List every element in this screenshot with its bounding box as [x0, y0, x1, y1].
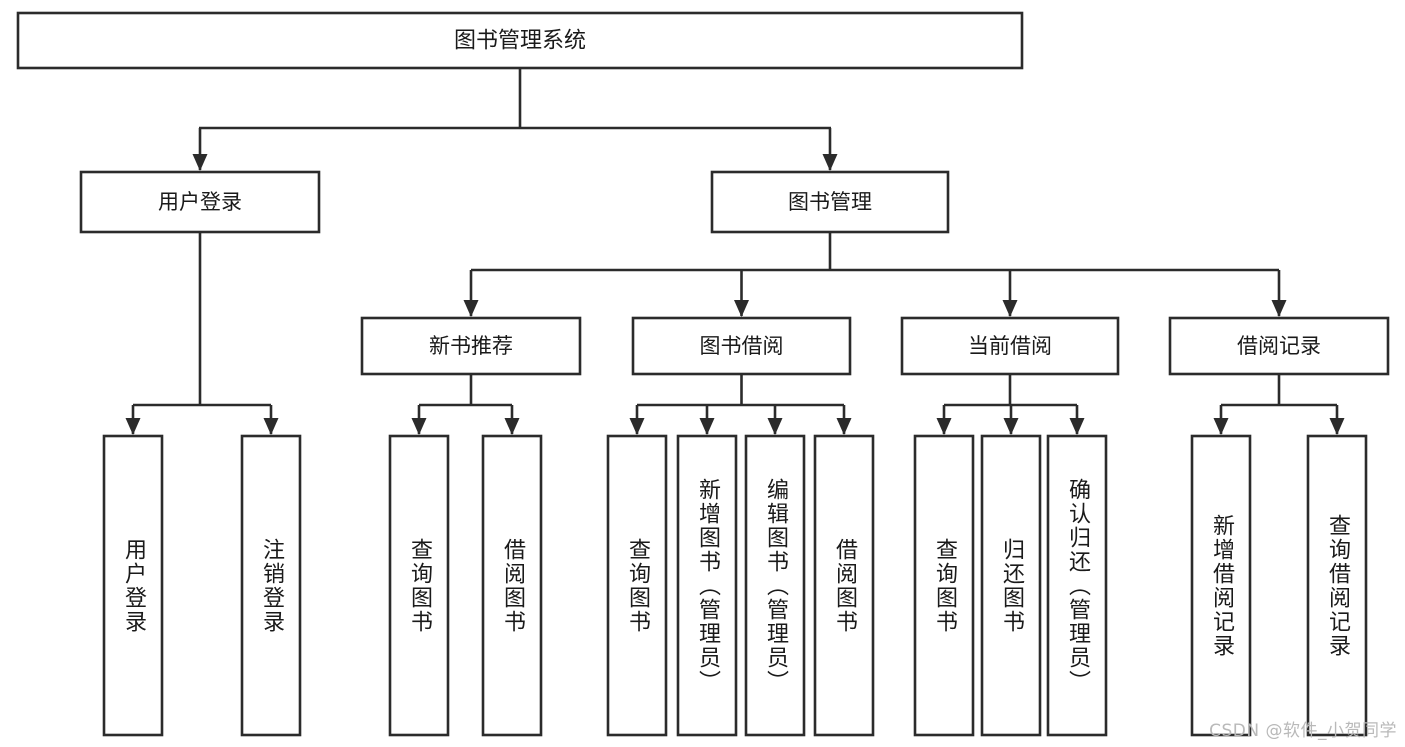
node-label-current-borrow: 当前借阅 — [968, 334, 1052, 358]
node-box-borrow-record[interactable] — [1168, 316, 1390, 376]
watermark-text: CSDN @软件_小贺同学 — [1209, 721, 1397, 741]
arrow-into-borrow-record — [1271, 300, 1287, 317]
node-box-book-manage[interactable] — [710, 170, 950, 234]
node-label-user-login: 用户登录 — [158, 190, 242, 214]
node-user-login[interactable]: 用户登录 — [79, 170, 321, 234]
connectors-layer — [125, 68, 1345, 435]
arrow-into-leaf-user-login — [125, 418, 141, 435]
node-box-user-login[interactable] — [79, 170, 321, 234]
arrow-into-leaf-edit-book — [767, 418, 783, 435]
arrow-into-book-borrow — [734, 300, 749, 317]
node-book-borrow[interactable]: 图书借阅 — [631, 316, 852, 376]
arrow-into-current-borrow — [1002, 300, 1018, 317]
node-book-manage[interactable]: 图书管理 — [710, 170, 950, 234]
node-current-borrow[interactable]: 当前借阅 — [900, 316, 1120, 376]
arrow-into-leaf-query-book-2 — [629, 418, 645, 435]
node-label-book-manage: 图书管理 — [788, 190, 872, 214]
node-label-book-borrow: 图书借阅 — [700, 334, 784, 358]
node-box-current-borrow[interactable] — [900, 316, 1120, 376]
node-box-leaf-borrow-book-1[interactable] — [481, 434, 543, 737]
arrow-into-leaf-return-book — [1003, 418, 1019, 435]
node-box-leaf-confirm-return[interactable] — [1046, 434, 1108, 737]
node-label-new-book-recommend: 新书推荐 — [429, 334, 513, 358]
node-label-borrow-record: 借阅记录 — [1237, 334, 1321, 358]
arrow-into-leaf-confirm-return — [1069, 418, 1085, 435]
arrow-into-leaf-borrow-book-1 — [504, 418, 520, 435]
node-new-book-recommend[interactable]: 新书推荐 — [360, 316, 582, 376]
arrow-into-leaf-logout — [263, 418, 279, 435]
arrow-into-user-login — [192, 154, 208, 171]
node-box-leaf-add-record[interactable] — [1190, 434, 1252, 737]
node-box-book-borrow[interactable] — [631, 316, 852, 376]
node-box-leaf-query-book-2[interactable] — [606, 434, 668, 737]
arrow-into-leaf-query-book-3 — [936, 418, 952, 435]
arrow-into-book-manage — [822, 154, 838, 171]
node-box-leaf-borrow-book-2[interactable] — [813, 434, 875, 737]
node-box-root[interactable] — [16, 11, 1024, 70]
node-box-leaf-add-book[interactable] — [676, 434, 738, 737]
arrow-into-new-book-recommend — [463, 300, 479, 317]
node-label-root: 图书管理系统 — [454, 29, 586, 54]
node-box-leaf-user-login[interactable] — [102, 434, 164, 737]
node-root[interactable]: 图书管理系统 — [16, 11, 1024, 70]
node-box-leaf-edit-book[interactable] — [744, 434, 806, 737]
arrow-into-leaf-add-record — [1213, 418, 1229, 435]
arrow-into-leaf-add-book — [699, 418, 715, 435]
node-box-leaf-return-book[interactable] — [980, 434, 1042, 737]
node-borrow-record[interactable]: 借阅记录 — [1168, 316, 1390, 376]
node-box-leaf-logout[interactable] — [240, 434, 302, 737]
node-box-new-book-recommend[interactable] — [360, 316, 582, 376]
node-box-leaf-query-book-3[interactable] — [913, 434, 975, 737]
arrow-into-leaf-query-book-1 — [411, 418, 427, 435]
node-box-leaf-query-book-1[interactable] — [388, 434, 450, 737]
arrow-into-leaf-query-record — [1329, 418, 1345, 435]
node-box-leaf-query-record[interactable] — [1306, 434, 1368, 737]
arrow-into-leaf-borrow-book-2 — [836, 418, 852, 435]
